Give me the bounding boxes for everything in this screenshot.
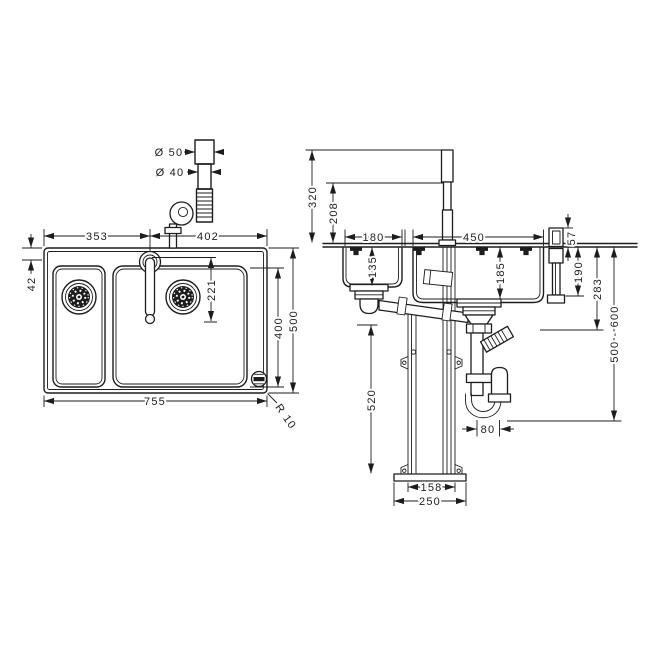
tap-column <box>438 149 457 247</box>
drain-strainer-left <box>61 279 97 315</box>
waste-trap <box>456 298 515 419</box>
mounting-frame <box>393 246 467 482</box>
dim-corner-radius: R 10 <box>272 402 298 432</box>
select-valve-unit <box>546 227 566 304</box>
dim-plan-width-right: 402 <box>197 231 219 243</box>
dim-tap-spout-height: 208 <box>328 202 340 224</box>
dim-base-plate-width: 250 <box>419 496 441 508</box>
dim-bowl-depth: 400 <box>273 317 285 339</box>
dim-large-bowl-depth: 185 <box>495 262 507 284</box>
tap-hole-and-handle <box>138 250 162 325</box>
large-bowl-plan <box>112 265 248 388</box>
dim-plan-width-left: 353 <box>86 231 108 243</box>
section-view <box>322 149 638 482</box>
dim-select-button-height: 57 <box>566 231 578 246</box>
dim-pipe-dia-bottom: Ø 40 <box>156 167 185 179</box>
dim-frame-height: 520 <box>366 389 378 411</box>
dim-frame-width: 158 <box>421 482 443 494</box>
dim-overall-depth: 500 <box>288 310 300 332</box>
waste-knob <box>250 370 268 388</box>
dim-tap-total-height: 320 <box>307 186 319 208</box>
dim-small-bowl-width: 180 <box>363 232 385 244</box>
mounting-clamps <box>350 247 532 256</box>
dim-tap-hole-offset: 42 <box>26 277 38 292</box>
pipe-dia40-section <box>197 163 212 190</box>
dim-valve-unit-depth: 190 <box>573 261 585 283</box>
dim-waste-outlet-range: 500 - 600 <box>609 305 621 362</box>
dim-waste-depth: 283 <box>592 278 604 300</box>
countertop-line <box>322 242 638 248</box>
dim-overall-width: 755 <box>144 396 166 408</box>
sink-rim-inner <box>47 251 264 390</box>
trap-riser <box>490 366 509 400</box>
drain-connect-pipe <box>378 296 469 324</box>
dim-large-bowl-width: 450 <box>463 232 485 244</box>
pipe-dia50-section <box>194 139 215 165</box>
dim-trap-offset: 80 <box>481 424 496 436</box>
dim-handle-reach: 221 <box>206 279 218 301</box>
small-bowl-plan <box>52 265 106 388</box>
plan-view <box>43 247 268 394</box>
section-dimensions: 320 208 180 450 57 135 185 190 283 500 -… <box>305 149 623 510</box>
dim-small-bowl-depth: 135 <box>367 256 379 278</box>
pipe-elbow <box>169 201 194 226</box>
pipe-flange <box>164 226 182 235</box>
drain-strainer-right <box>165 279 201 315</box>
dim-pipe-dia-top: Ø 50 <box>155 147 184 159</box>
base-plate <box>393 473 467 482</box>
appliance-hose-connector <box>479 325 515 353</box>
sink-outline-plan <box>43 247 268 394</box>
flex-hose <box>195 188 214 223</box>
